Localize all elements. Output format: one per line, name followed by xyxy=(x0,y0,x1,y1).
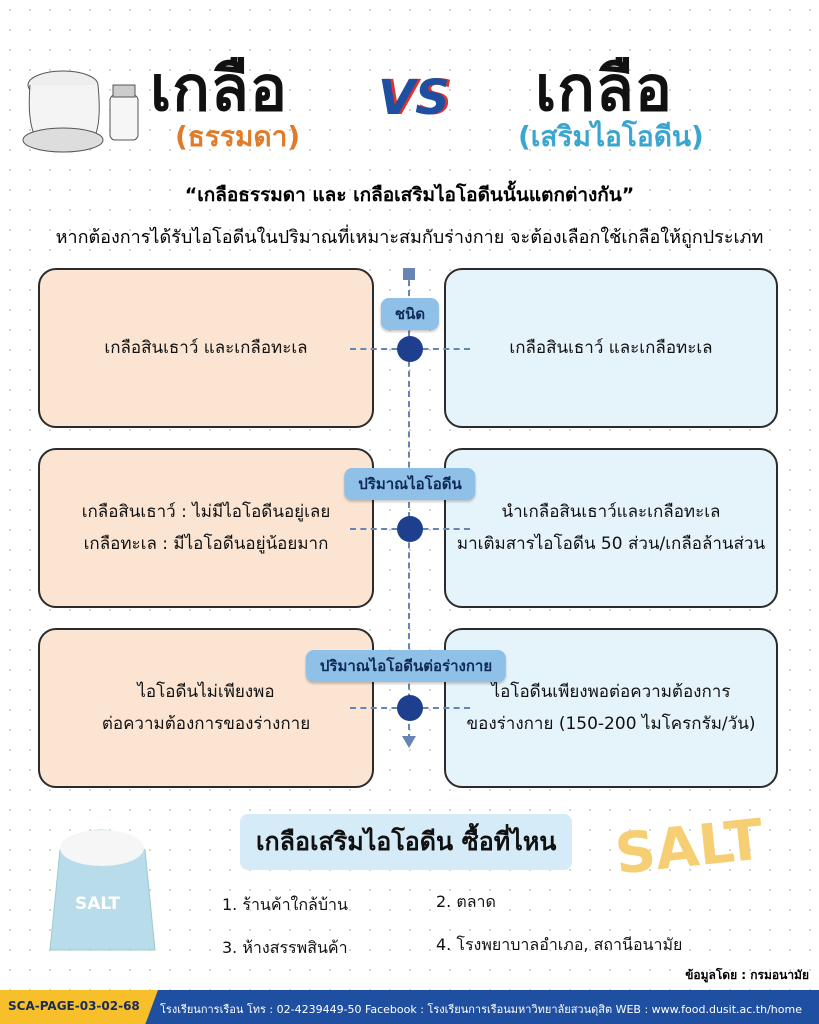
where-item: 1. ร้านค้าใกล้บ้าน xyxy=(222,895,348,914)
row-1-label: ชนิด xyxy=(380,298,440,330)
vs-logo: VS xyxy=(378,70,450,126)
row-2-label: ปริมาณไอโอดีน xyxy=(344,468,476,500)
row-text: ไอโอดีนไม่เพียงพอ xyxy=(137,682,275,702)
where-item: 3. ห้างสรรพสินค้า xyxy=(222,938,348,957)
row-text: มาเติมสารไอโอดีน 50 ส่วน/เกลือล้านส่วน xyxy=(456,534,766,554)
row-1-dot xyxy=(397,336,423,362)
row-1-right-box: เกลือสินเธาว์ และเกลือทะเล xyxy=(444,268,778,428)
timeline-arrow-icon xyxy=(402,736,416,748)
row-2-left-box: เกลือสินเธาว์ : ไม่มีไอโอดีนอยู่เลยเกลือ… xyxy=(38,448,374,608)
right-title: เกลือ xyxy=(535,52,673,125)
intro-line: หากต้องการได้รับไอโอดีนในปริมาณที่เหมาะส… xyxy=(55,227,764,248)
row-text: ของร่างกาย (150-200 ไมโครกรัม/วัน) xyxy=(466,714,756,734)
quote-text: เกลือธรรมดา และ เกลือเสริมไอโอดีนนั้นแตก… xyxy=(197,184,622,206)
row-1-left-box: เกลือสินเธาว์ และเกลือทะเล xyxy=(38,268,374,428)
row-text: เกลือสินเธาว์ และเกลือทะเล xyxy=(509,338,713,358)
row-text: เกลือสินเธาว์ : ไม่มีไอโอดีนอยู่เลย xyxy=(81,502,331,522)
row-text: ต่อความต้องการของร่างกาย xyxy=(101,714,311,734)
footer-code-text: SCA-PAGE-03-02-68 xyxy=(8,999,140,1013)
salt-sack-illustration xyxy=(18,55,143,155)
row-text: ไอโอดีนเพียงพอต่อความต้องการ xyxy=(491,682,731,702)
row-3-label: ปริมาณไอโอดีนต่อร่างกาย xyxy=(305,650,507,682)
intro-quote: “เกลือธรรมดา และ เกลือเสริมไอโอดีนนั้นแต… xyxy=(184,184,635,206)
footer-info: โรงเรียนการเรือน โทร : 02-4239449-50 Fac… xyxy=(160,1003,802,1016)
where-item: 4. โรงพยาบาลอำเภอ, สถานีอนามัย xyxy=(436,935,683,954)
left-subtitle: (ธรรมดา) xyxy=(175,120,301,153)
timeline-line xyxy=(408,270,410,740)
salt-word-illustration: SALT xyxy=(612,807,767,888)
right-subtitle: (เสริมไอโอดีน) xyxy=(518,120,704,153)
where-item: 2. ตลาด xyxy=(436,892,496,911)
source-credit: ข้อมูลโดย : กรมอนามัย xyxy=(685,968,809,982)
row-text: เกลือสินเธาว์ และเกลือทะเล xyxy=(104,338,308,358)
bag-label: SALT xyxy=(75,894,121,914)
row-2-dot xyxy=(397,516,423,542)
row-text: นำเกลือสินเธาว์และเกลือทะเล xyxy=(501,502,721,522)
row-text: เกลือทะเล : มีไอโอดีนอยู่น้อยมาก xyxy=(83,534,329,554)
row-3-dot xyxy=(397,695,423,721)
timeline-start xyxy=(403,268,415,280)
salt-bag-illustration: SALT xyxy=(40,810,165,960)
where-title: เกลือเสริมไอโอดีน ซื้อที่ไหน xyxy=(240,814,573,870)
row-2-right-box: นำเกลือสินเธาว์และเกลือทะเลมาเติมสารไอโอ… xyxy=(444,448,778,608)
footer-code: SCA-PAGE-03-02-68 xyxy=(0,990,158,1024)
left-title: เกลือ xyxy=(150,52,288,125)
